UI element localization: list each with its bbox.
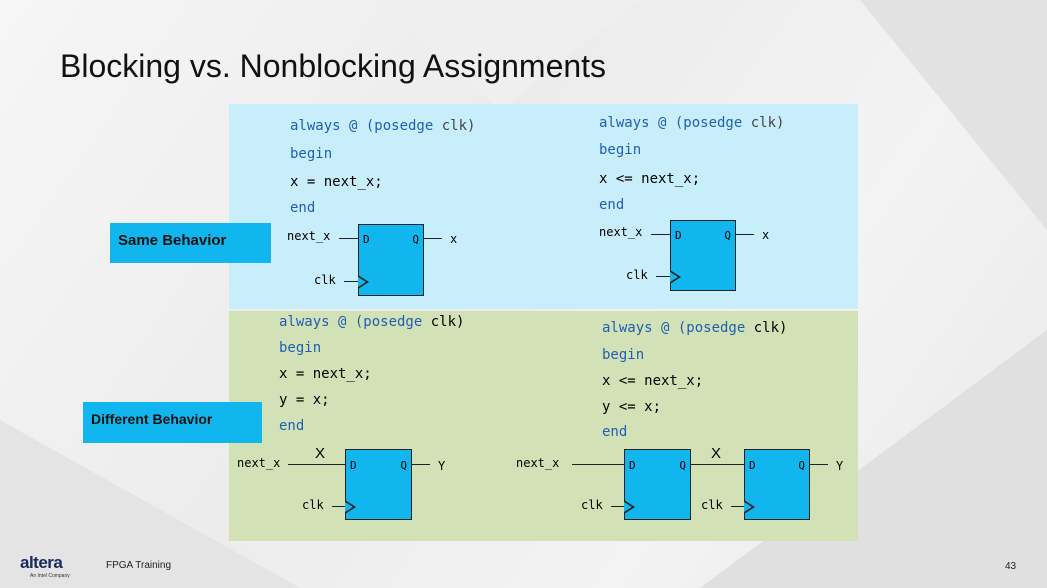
clk-token: clk) [745, 320, 788, 336]
ff-bottom-left-output-label: Y [438, 459, 446, 473]
clock-input-icon [624, 500, 635, 514]
keyword-always: always @ (posedge [599, 115, 743, 131]
ff-top-left-input-wire [339, 238, 358, 239]
code-bottom-right-stmt1: x <= next_x; [602, 373, 704, 389]
pin-q: Q [412, 233, 419, 246]
pin-q: Q [400, 459, 407, 472]
code-bottom-right-end: end [602, 424, 628, 440]
ff-top-right-clk-label: clk [626, 268, 648, 282]
code-bottom-left-stmt1: x = next_x; [279, 366, 372, 382]
ff-top-left-output-label: x [450, 232, 458, 246]
ff-bottom-right-mid-wire [691, 464, 744, 465]
ff-bottom-left-input-label: next_x [237, 456, 281, 470]
different-behavior-text: Different Behavior [91, 411, 213, 427]
ff-top-right-input-wire [651, 234, 670, 235]
same-behavior-panel [229, 104, 858, 309]
clock-input-icon [670, 270, 681, 284]
code-top-left-end: end [290, 200, 316, 216]
ff-bottom-right-x-mark: X [711, 445, 722, 462]
ff-top-left-clk-label: clk [314, 273, 336, 287]
ff-bottom-left-x-mark: X [315, 445, 326, 462]
code-top-left-begin: begin [290, 146, 333, 162]
ff-bottom-left: D Q [345, 449, 412, 520]
pin-q: Q [798, 459, 805, 472]
code-top-right-line1: always @ (posedge clk) [599, 116, 784, 130]
code-bottom-left-stmt2: y = x; [279, 392, 330, 408]
clock-input-icon [345, 500, 356, 514]
code-top-left-stmt1: x = next_x; [290, 174, 383, 190]
ff-top-right-input-label: next_x [599, 225, 643, 239]
ff-bottom-left-clk-wire [332, 506, 345, 507]
code-bottom-right-line1: always @ (posedge clk) [602, 321, 787, 335]
clock-input-icon [744, 500, 755, 514]
clk-token: clk) [742, 115, 785, 131]
code-bottom-right-stmt2: y <= x; [602, 399, 662, 415]
ff-bottom-left-input-wire [288, 464, 345, 465]
different-behavior-label: Different Behavior [83, 402, 262, 443]
code-bottom-right-begin: begin [602, 347, 645, 363]
ff-bottom-right-output-wire [810, 464, 828, 465]
same-behavior-text: Same Behavior [118, 232, 227, 249]
ff-bottom-right-2-clk-wire [731, 506, 744, 507]
ff-bottom-right-2-clk-label: clk [701, 498, 723, 512]
page-number: 43 [1005, 561, 1017, 572]
ff-top-left: D Q [358, 224, 424, 296]
ff-bottom-right-output-label: Y [836, 459, 844, 473]
ff-top-right-output-wire [736, 234, 754, 235]
ff-bottom-left-clk-label: clk [302, 498, 324, 512]
ff-bottom-right-1-clk-wire [611, 506, 624, 507]
code-bottom-left-begin: begin [279, 340, 322, 356]
keyword-always: always @ (posedge [290, 118, 434, 134]
ff-top-right: D Q [670, 220, 736, 291]
keyword-always: always @ (posedge [602, 320, 746, 336]
ff-bottom-right-1-clk-label: clk [581, 498, 603, 512]
slide-title: Blocking vs. Nonblocking Assignments [60, 48, 607, 84]
ff-top-left-input-label: next_x [287, 229, 331, 243]
ff-bottom-right-input-wire [572, 464, 624, 465]
pin-d: D [675, 229, 682, 242]
ff-bottom-right-input-label: next_x [516, 456, 560, 470]
code-top-right-end: end [599, 197, 625, 213]
code-top-right-stmt1: x <= next_x; [599, 171, 701, 187]
ff-bottom-right-1: D Q [624, 449, 691, 520]
pin-d: D [749, 459, 756, 472]
ff-bottom-left-output-wire [412, 464, 430, 465]
altera-logo-subtitle: An Intel Company [30, 573, 70, 579]
ff-top-left-output-wire [424, 238, 442, 239]
ff-bottom-right-2: D Q [744, 449, 810, 520]
ff-top-right-clk-wire [656, 276, 670, 277]
clk-token: clk) [422, 314, 465, 330]
pin-q: Q [679, 459, 686, 472]
pin-q: Q [724, 229, 731, 242]
pin-d: D [629, 459, 636, 472]
code-bottom-left-line1: always @ (posedge clk) [279, 315, 464, 329]
altera-logo: altera [20, 553, 63, 572]
pin-d: D [363, 233, 370, 246]
keyword-always: always @ (posedge [279, 314, 423, 330]
footer-text: FPGA Training [106, 560, 172, 571]
code-top-right-begin: begin [599, 142, 642, 158]
clk-token: clk) [433, 118, 476, 134]
pin-d: D [350, 459, 357, 472]
code-top-left-line1: always @ (posedge clk) [290, 119, 475, 133]
code-bottom-left-end: end [279, 418, 305, 434]
ff-top-left-clk-wire [344, 281, 358, 282]
same-behavior-label: Same Behavior [110, 223, 271, 263]
ff-top-right-output-label: x [762, 228, 770, 242]
clock-input-icon [358, 275, 369, 289]
